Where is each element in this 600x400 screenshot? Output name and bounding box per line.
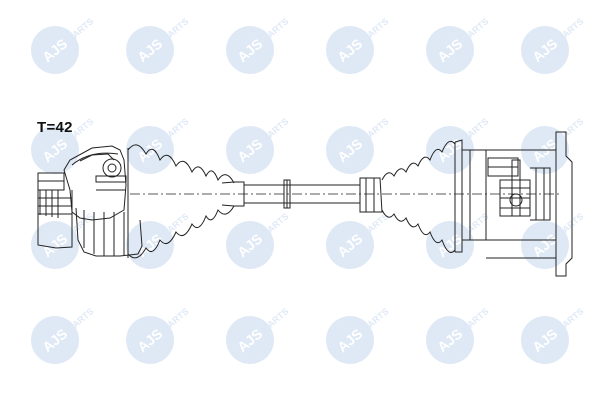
inner-joint-housing [454,131,573,277]
axle-shaft [130,179,560,209]
tooth-count-label: T=42 [37,119,73,136]
outer-cv-joint [37,145,143,257]
outer-boot [127,144,245,259]
inner-boot [359,140,456,253]
